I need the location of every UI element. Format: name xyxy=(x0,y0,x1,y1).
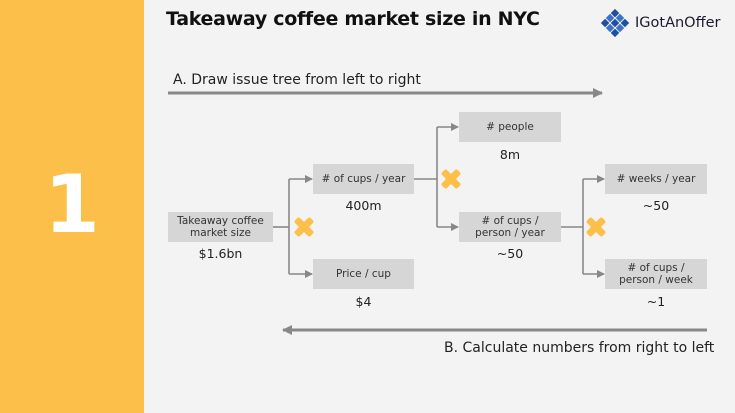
value-people: 8m xyxy=(499,147,521,162)
top-arrow-label: A. Draw issue tree from left to right xyxy=(173,72,421,88)
branch-cups-year xyxy=(414,123,459,231)
node-people: # people xyxy=(459,112,561,142)
value-price-per-cup: $4 xyxy=(355,294,372,309)
branch-cups-person-year xyxy=(561,175,605,278)
multiply-icon xyxy=(441,169,461,189)
node-price-per-cup: Price / cup xyxy=(313,259,414,289)
value-cups-per-year: 400m xyxy=(345,198,382,213)
bottom-arrow-label: B. Calculate numbers from right to left xyxy=(444,340,715,356)
value-market-size: $1.6bn xyxy=(198,246,243,261)
page-title: Takeaway coffee market size in NYC xyxy=(166,8,540,30)
node-market-size: Takeaway coffee market size xyxy=(168,212,273,242)
step-number: 1 xyxy=(44,158,100,251)
logo: IGotAnOffer xyxy=(600,8,720,38)
diamond-grid-icon xyxy=(600,8,630,38)
node-cups-per-person-year: # of cups / person / year xyxy=(459,212,561,242)
value-cups-per-person-year: ~50 xyxy=(496,246,524,261)
value-weeks-per-year: ~50 xyxy=(642,198,670,213)
multiply-icon xyxy=(294,217,314,237)
value-cups-per-person-week: ~1 xyxy=(646,294,666,309)
node-cups-per-person-week: # of cups / person / week xyxy=(605,259,707,289)
node-weeks-per-year: # weeks / year xyxy=(605,164,707,194)
logo-text: IGotAnOffer xyxy=(635,15,721,31)
multiply-icon xyxy=(586,217,606,237)
branch-market xyxy=(273,175,313,278)
node-cups-per-year: # of cups / year xyxy=(313,164,414,194)
sidebar-accent: 1 xyxy=(0,0,144,413)
